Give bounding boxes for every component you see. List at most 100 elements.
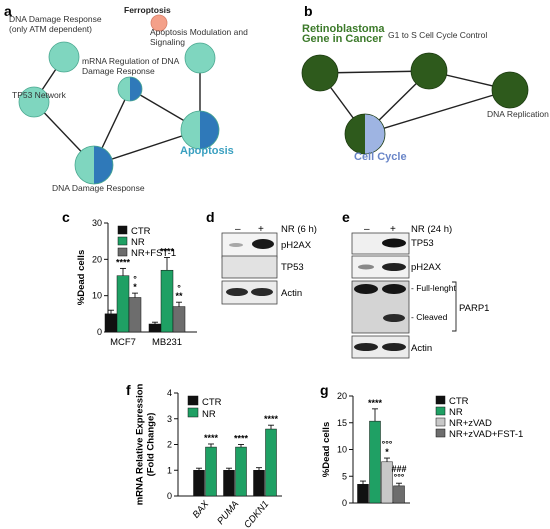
y-tick-label: 0 [342,498,347,508]
node-cell-cycle [344,113,386,155]
node-ddr-atm-dependent [48,41,80,73]
legend-swatch [435,417,446,427]
y-tick-label: 0 [167,491,172,501]
panel-letter-c: c [62,209,70,225]
significance-label: **** [234,434,249,444]
legend-swatch [117,236,128,246]
significance-label: ° [133,274,137,284]
bar [393,485,405,504]
y-tick-label: 5 [342,471,347,481]
panel-letter-b: b [304,3,313,19]
y-tick-label: 30 [92,218,102,228]
blot-e-ph2ax-band-faint [358,264,374,270]
blot-d-actin-band-2 [251,288,273,296]
significance-label: ### [391,464,406,474]
blot-e-ph2ax-band [382,263,406,271]
western-blot-d: – + NR (6 h) pH2AX TP53 Actin [221,224,317,305]
significance-label: **** [116,257,131,267]
blot-e-header: NR (24 h) [411,224,452,235]
node-mrna-regulation [117,76,143,102]
legend-swatch [435,395,446,405]
blot-e-tp53-strip [351,232,410,255]
label-dna-replication: DNA Replication [487,109,549,119]
blot-e-actin-band-2 [382,343,406,351]
blot-e-lane-plus: + [390,224,396,235]
label-ferroptosis: Ferroptosis [124,5,171,15]
label-tp53-network: TP53 Network [12,90,67,100]
node-dna-replication [491,71,529,109]
legend-label: CTR [131,226,151,237]
bar [116,275,130,333]
blot-e-parp1-cleaved-label: - Cleaved [411,312,448,322]
legend-label: NR [449,407,463,418]
label-ddr-atm-line1: DNA Damage Response(only ATM dependent) [9,14,102,34]
western-blot-e: – + NR (24 h) TP53 pH2AX - Full-lenght -… [351,224,489,359]
blot-e-parp1-full-label: - Full-lenght [411,283,457,293]
legend-label: NR+zVAD [449,418,492,429]
blot-e-label-tp53: TP53 [411,238,434,249]
bar [148,323,162,333]
legend-label: CTR [202,397,222,408]
y-tick-label: 10 [337,445,347,455]
x-tick-label: MB231 [152,337,182,348]
legend-label: NR+FST-1 [131,248,176,259]
significance-label: **** [204,433,219,443]
legend-swatch [187,407,199,418]
y-axis-label: %Dead cells [321,422,332,477]
node-apoptosis-modulation [184,42,216,74]
x-tick-label: CDKN1 [242,499,271,529]
bar [104,313,118,333]
network-b-edge [364,89,511,135]
network-a-nodes [18,14,220,185]
x-tick-label: PUMA [215,499,241,527]
significance-label: °°° [382,439,393,449]
legend-label: CTR [449,396,469,407]
legend-swatch [435,428,446,438]
node-dna-damage-response [74,145,114,185]
y-tick-label: 0 [97,327,102,337]
panel-letter-f: f [126,382,131,398]
significance-label: **** [264,414,279,424]
node-g1-s-control [410,52,448,90]
node-ferroptosis [150,14,168,32]
node-tp53-network [18,86,50,118]
y-tick-label: 10 [92,291,102,301]
x-tick-label: MCF7 [110,337,136,348]
y-tick-label: 4 [167,388,172,398]
blot-e-parp1-bracket [452,281,457,332]
y-tick-label: 20 [337,391,347,401]
blot-d-lane-plus: + [258,224,264,235]
y-tick-label: 3 [167,414,172,424]
blot-e-parp1-full-band-1 [354,284,378,294]
blot-e-actin-strip [351,335,410,359]
label-cell-cycle: Cell Cycle [354,151,407,163]
bar [253,470,265,497]
significance-label: **** [160,247,175,257]
bar [223,470,235,497]
legend-swatch [117,225,128,235]
blot-e-parp1-full-band-2 [382,284,406,294]
panel-letter-e: e [342,209,350,225]
blot-d-actin-strip [221,280,278,305]
significance-label: * [385,447,389,457]
y-axis-label: mRNA Relative Expression(Fold Change) [135,384,157,506]
legend-swatch [187,395,199,406]
blot-e-parp1-cleaved-band [383,314,405,322]
blot-e-ph2ax-strip [351,255,410,279]
blot-e-label-actin: Actin [411,343,432,354]
label-apoptosis: Apoptosis [180,145,234,157]
y-tick-label: 20 [92,254,102,264]
blot-d-label-tp53: TP53 [281,262,304,273]
significance-label: * [133,282,137,292]
y-tick-label: 2 [167,440,172,450]
blot-d-label-ph2ax: pH2AX [281,240,312,251]
legend-swatch [117,247,128,257]
blot-e-label-ph2ax: pH2AX [411,262,442,273]
